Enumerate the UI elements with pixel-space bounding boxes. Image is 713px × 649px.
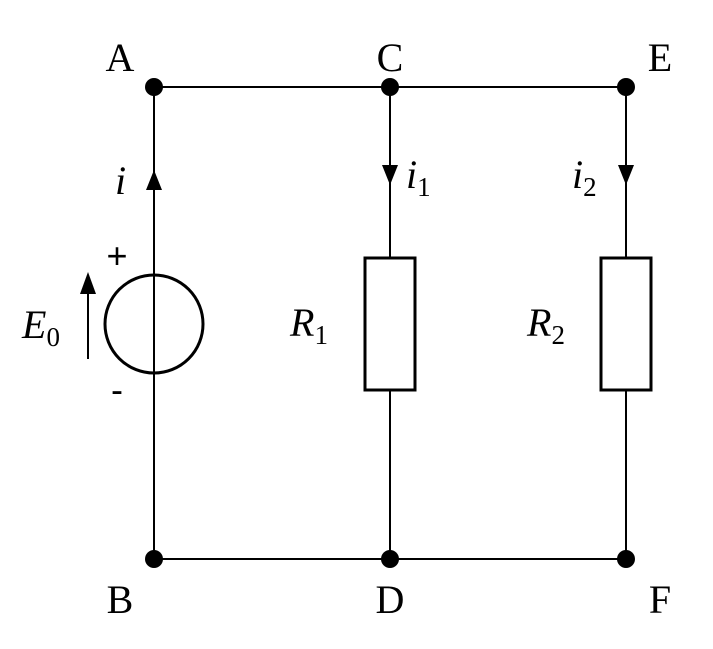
node-label-e: E xyxy=(648,35,672,80)
current-i1-symbol: i xyxy=(406,152,417,197)
resistor-r1-subscript: 1 xyxy=(314,320,328,350)
current-label-i2: i2 xyxy=(572,152,597,202)
source-subscript: 0 xyxy=(46,322,60,352)
resistor-r2-subscript: 2 xyxy=(551,320,565,350)
source-minus-sign: - xyxy=(111,369,123,410)
source-plus-sign: + xyxy=(106,235,127,276)
node-label-d: D xyxy=(376,577,405,622)
resistor-label-r2: R2 xyxy=(526,300,565,350)
current-i-arrow xyxy=(146,170,162,190)
current-i2-symbol: i xyxy=(572,152,583,197)
current-i1-arrow xyxy=(382,165,398,185)
emf-arrow-head xyxy=(80,272,96,294)
node-d-dot xyxy=(381,550,399,568)
node-label-c: C xyxy=(377,35,404,80)
resistor-r1-symbol: R xyxy=(289,300,314,345)
node-a-dot xyxy=(145,78,163,96)
node-label-a: A xyxy=(106,35,135,80)
source-symbol: E xyxy=(21,302,46,347)
current-i2-arrow xyxy=(618,165,634,185)
node-f-dot xyxy=(617,550,635,568)
node-c-dot xyxy=(381,78,399,96)
resistor-r2 xyxy=(599,256,653,392)
resistor-r1 xyxy=(363,256,417,392)
node-b-dot xyxy=(145,550,163,568)
voltage-source-circle xyxy=(103,273,205,375)
node-label-b: B xyxy=(107,577,134,622)
node-e-dot xyxy=(617,78,635,96)
current-label-i1: i1 xyxy=(406,152,431,202)
current-i-symbol: i xyxy=(115,158,126,203)
current-i2-subscript: 2 xyxy=(583,172,597,202)
resistor-r2-symbol: R xyxy=(526,300,551,345)
node-label-f: F xyxy=(649,577,671,622)
current-label-i: i xyxy=(115,158,126,203)
resistor-label-r1: R1 xyxy=(289,300,328,350)
current-i1-subscript: 1 xyxy=(417,172,431,202)
source-label-e0: E0 xyxy=(21,302,60,352)
